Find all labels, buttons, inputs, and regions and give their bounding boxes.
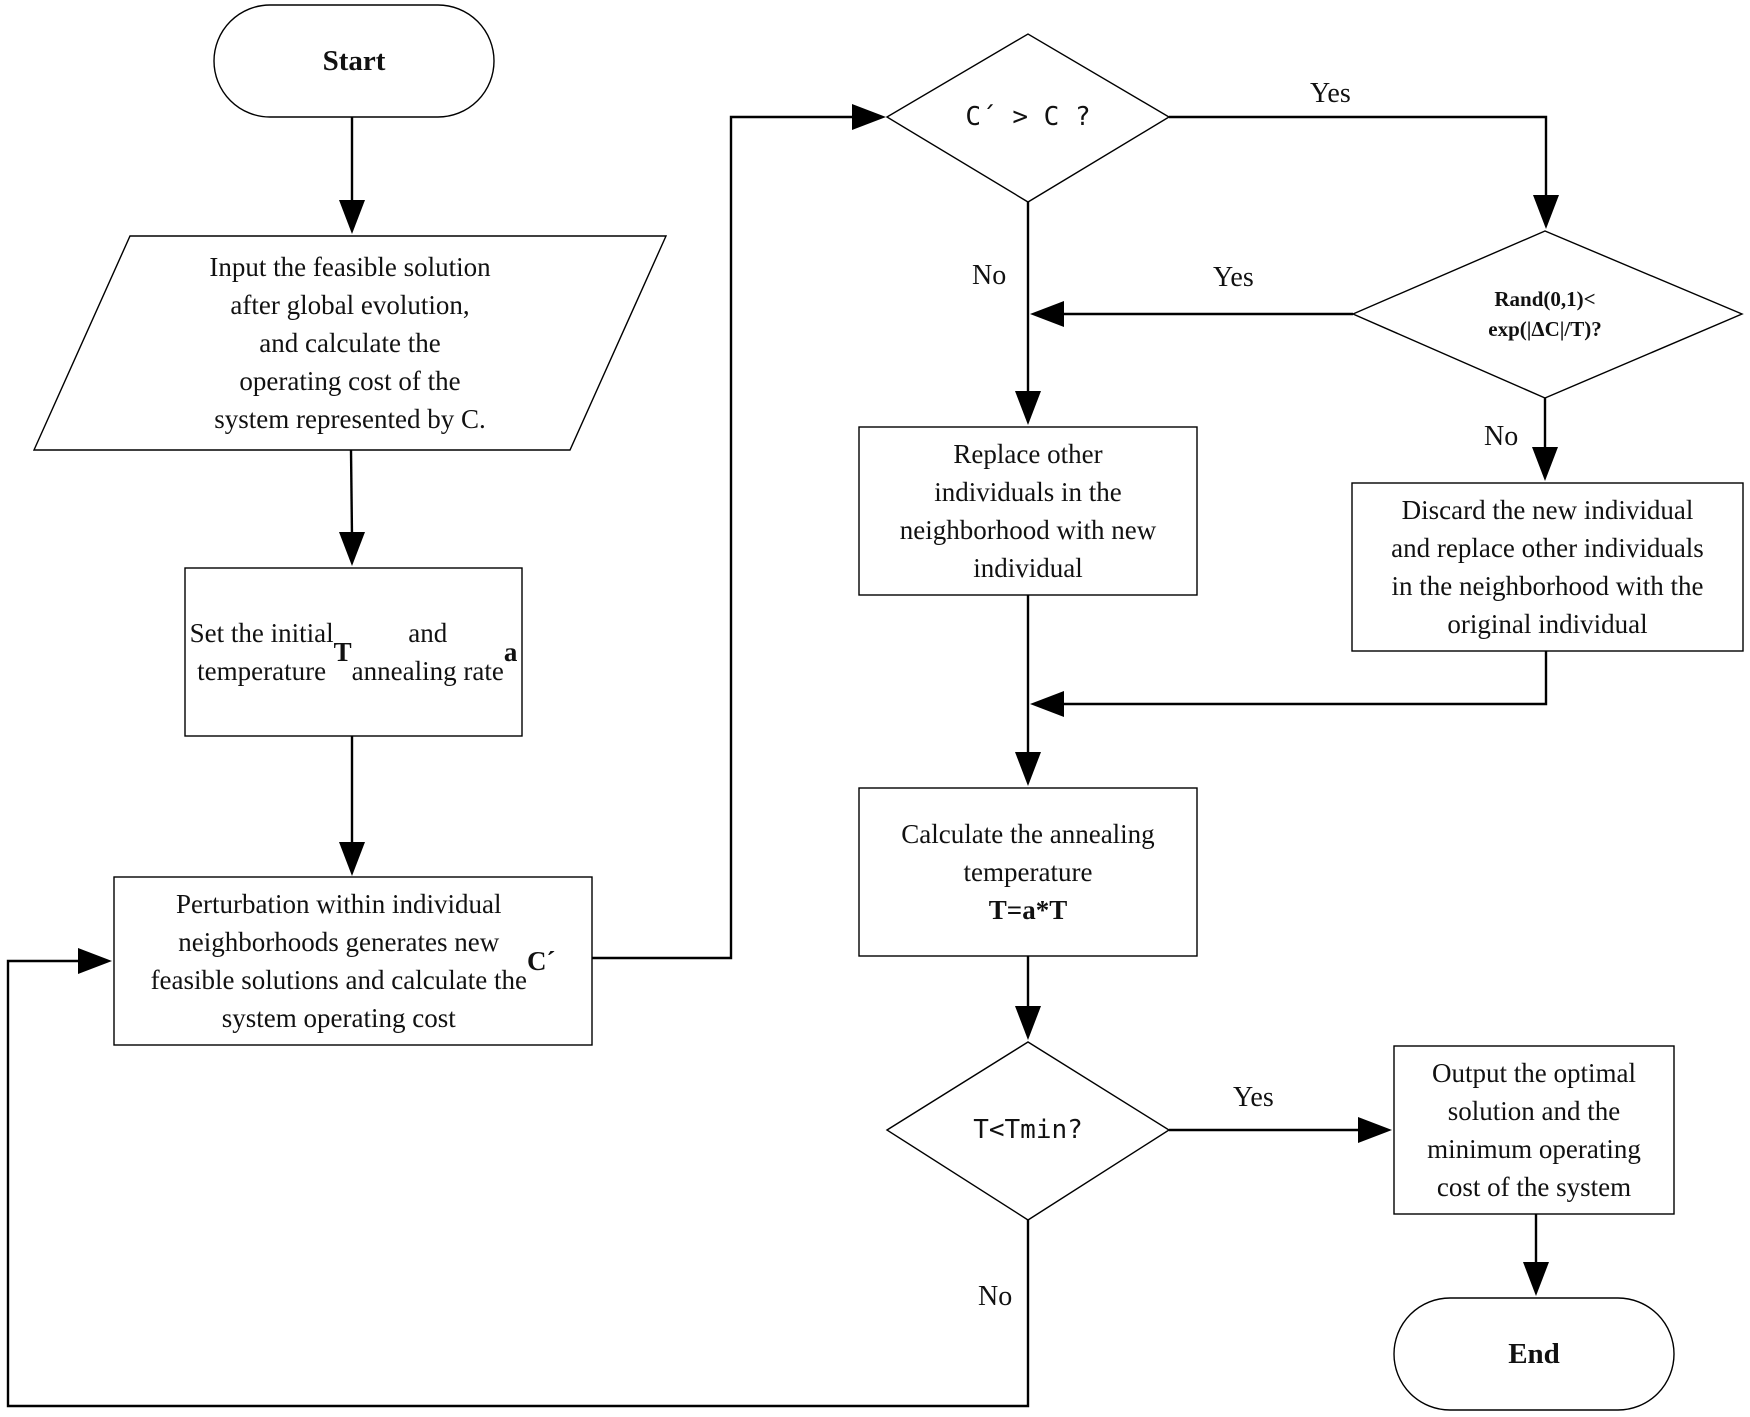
init-rate-symbol: a xyxy=(503,637,518,667)
arrowhead xyxy=(1015,752,1041,786)
arrowhead xyxy=(1532,447,1558,481)
edge-discard-merge xyxy=(1060,651,1548,706)
rand-decision-shape xyxy=(1351,230,1744,399)
arrowhead xyxy=(78,948,112,974)
arrowhead xyxy=(1030,691,1064,717)
tmin-yes-label: Yes xyxy=(1233,1082,1274,1113)
discard-label: Discard the new individual and replace o… xyxy=(1391,495,1704,639)
arrowhead xyxy=(339,532,365,566)
edge-input-init xyxy=(349,449,354,537)
discard-process-shape xyxy=(1351,482,1744,652)
anneal-label-text: Calculate the annealing temperature xyxy=(901,819,1155,887)
init-label: Set the initial temperature T and anneal… xyxy=(185,568,522,736)
perturb-label: Perturbation within individual neighborh… xyxy=(114,877,592,1045)
perturb-process-shape xyxy=(113,876,593,1046)
arrowhead xyxy=(1030,301,1064,327)
replace-new-process-shape xyxy=(858,426,1198,596)
edge-perturb-compare xyxy=(592,115,856,960)
init-label-text-1: Set the initial temperature xyxy=(189,618,334,686)
init-temperature-symbol: T xyxy=(333,637,352,667)
start-terminal-shape xyxy=(213,4,495,118)
compare-label: C´ > C ? xyxy=(965,102,1091,132)
rand-label: Rand(0,1)< exp(|ΔC|/T)? xyxy=(1488,287,1602,341)
output-label: Output the optimal solution and the mini… xyxy=(1427,1058,1641,1202)
perturb-label-text: Perturbation within individual neighborh… xyxy=(150,889,527,1033)
arrowhead xyxy=(852,104,886,130)
input-label: Input the feasible solution after global… xyxy=(209,252,491,434)
perturb-cost-symbol: C´ xyxy=(526,946,556,976)
arrowhead xyxy=(339,200,365,234)
arrowhead xyxy=(339,842,365,876)
tmin-label: T<Tmin? xyxy=(973,1115,1083,1145)
end-label: End xyxy=(1508,1338,1560,1370)
arrowhead xyxy=(1015,391,1041,425)
anneal-process-shape xyxy=(858,787,1198,957)
arrowhead xyxy=(1523,1262,1549,1296)
arrowhead xyxy=(1015,1006,1041,1040)
end-terminal-shape xyxy=(1393,1297,1675,1411)
rand-yes-label: Yes xyxy=(1213,262,1254,293)
replace-new-label: Replace other individuals in the neighbo… xyxy=(899,439,1157,583)
compare-yes-label: Yes xyxy=(1310,78,1351,109)
start-label: Start xyxy=(322,45,386,77)
init-process-shape xyxy=(184,567,523,737)
output-process-shape xyxy=(1393,1045,1675,1215)
edge-compare-yes xyxy=(1169,115,1548,199)
compare-no-label: No xyxy=(972,260,1007,291)
arrowhead xyxy=(1533,195,1559,229)
init-label-text-2: and annealing rate xyxy=(351,618,504,686)
anneal-formula: T=a*T xyxy=(988,895,1068,925)
edge-tmin-no-loop xyxy=(6,959,1030,1408)
tmin-no-label: No xyxy=(978,1281,1013,1312)
arrowhead xyxy=(1358,1117,1392,1143)
input-parallelogram-shape xyxy=(32,235,668,451)
rand-no-label: No xyxy=(1484,421,1519,452)
